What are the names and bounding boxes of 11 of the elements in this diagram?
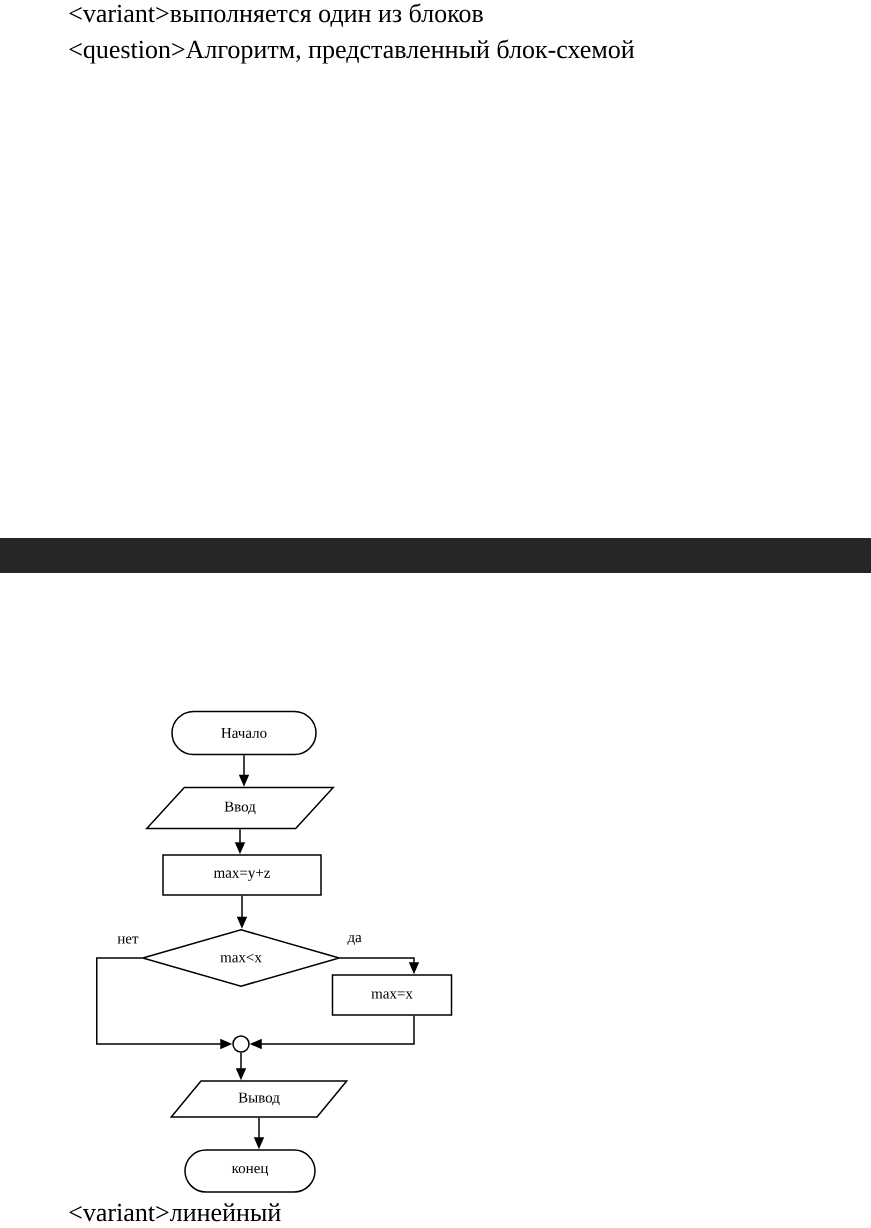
terminal-box: конец xyxy=(184,1149,316,1193)
dark-band xyxy=(0,538,871,573)
process-box: max=y+z xyxy=(162,854,322,896)
answer-option-text: <variant>выполняется один из блоков xyxy=(69,3,483,28)
edge-label: да xyxy=(346,934,363,946)
terminal-box: Начало xyxy=(171,710,317,756)
question-text: <question>Алгоритм, представленный блок-схемой xyxy=(69,39,635,64)
process-box: max=x xyxy=(331,974,453,1016)
connector-circle xyxy=(232,1035,250,1053)
answer-option-text: <variant>линейный xyxy=(69,1203,281,1222)
edge-label: нет xyxy=(116,935,140,945)
